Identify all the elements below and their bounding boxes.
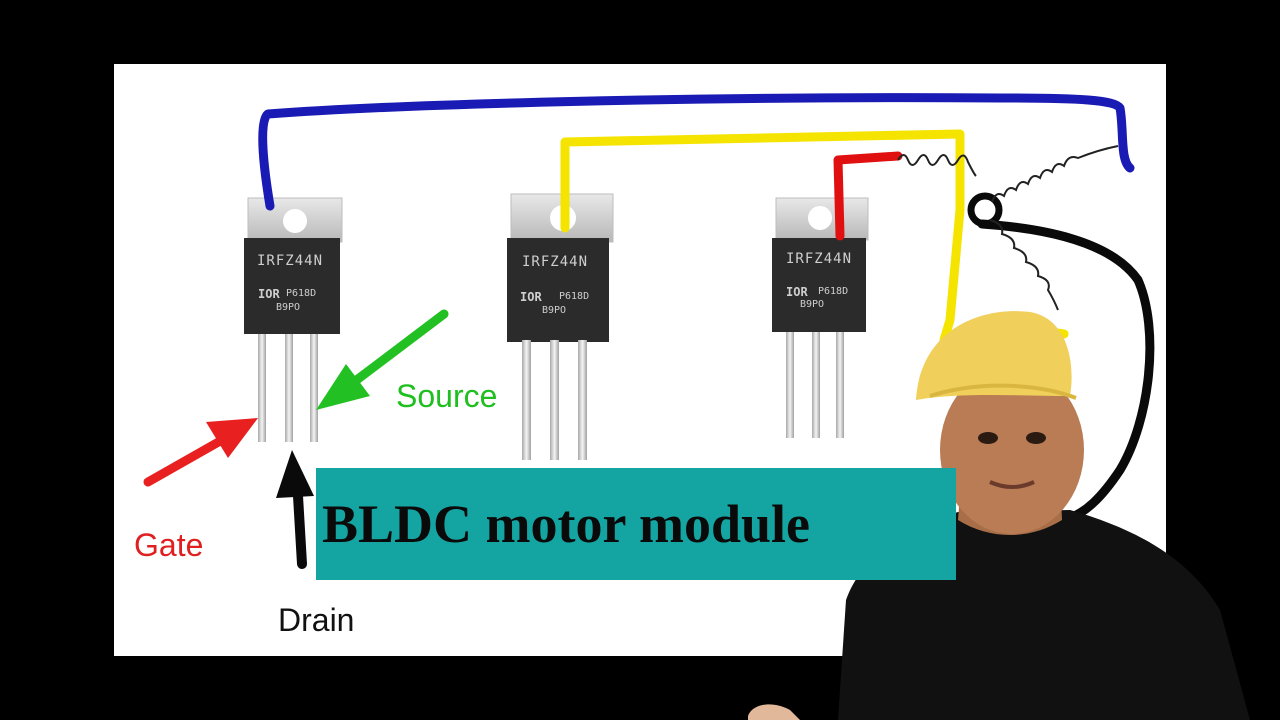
arrow-source <box>316 309 449 410</box>
chip3-code: P618D <box>818 286 849 297</box>
transistor-3 <box>772 197 869 438</box>
presenter <box>748 311 1250 720</box>
chip3-part-number: IRFZ44N <box>786 251 853 267</box>
title-banner <box>316 468 956 580</box>
transistor-1 <box>244 197 343 442</box>
presenter-hand <box>748 704 800 720</box>
chip2-brand: IOR <box>520 290 542 304</box>
chip3-lot: B9PO <box>800 299 825 310</box>
wire-red <box>833 151 903 241</box>
banner-title: BLDC motor module <box>322 494 811 554</box>
chip2-lot: B9PO <box>542 305 567 316</box>
wire-black <box>977 219 1155 523</box>
presenter-face <box>940 366 1084 534</box>
label-gate: Gate <box>134 527 204 563</box>
wire-blue <box>258 93 1135 211</box>
chip2-code: P618D <box>559 291 590 302</box>
chip1-part-number: IRFZ44N <box>257 253 324 269</box>
chip1-brand: IOR <box>258 287 280 301</box>
motor-junction <box>967 192 1003 228</box>
label-drain: Drain <box>278 602 355 638</box>
chip2-part-number: IRFZ44N <box>522 254 589 270</box>
chip3-brand: IOR <box>786 285 808 299</box>
label-source: Source <box>396 378 498 414</box>
arrow-drain <box>276 450 314 569</box>
chip1-code: P618D <box>286 288 317 299</box>
motor-coil-3 <box>989 219 1059 311</box>
arrow-gate <box>143 418 258 487</box>
presenter-cap <box>916 311 1072 400</box>
motor-coil-1 <box>897 154 977 177</box>
chip1-lot: B9PO <box>276 302 301 313</box>
motor-coil-2 <box>991 145 1119 203</box>
